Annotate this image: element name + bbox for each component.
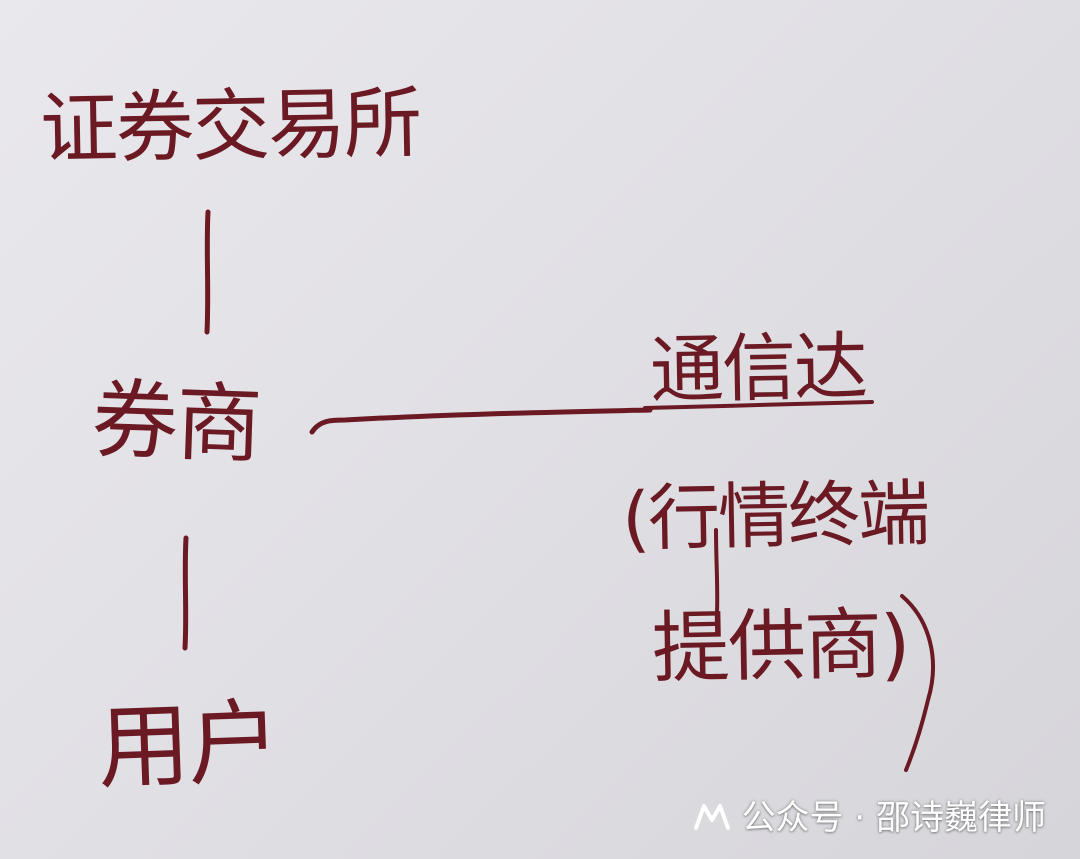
node-broker: 券商 [90,370,262,476]
node-user: 用户 [96,688,280,803]
wechat-channel-icon [693,803,730,830]
connector-broker-user [182,535,189,651]
connector-broker-tongxinda [309,407,653,435]
watermark-text: 公众号 · 邵诗巍律师 [741,798,1046,838]
provider-stem [714,528,720,614]
node-provider-line2: 提供商) [651,599,910,695]
node-provider-line1: (行情终端 [621,471,929,561]
closing-bracket-tail [900,594,935,772]
tongxinda-underline [643,400,874,410]
watermark: 公众号 · 邵诗巍律师 [692,790,1046,839]
node-securities-exchange: 证券交易所 [39,78,421,176]
node-tongxinda: 通信达 [649,324,867,414]
connector-exchange-broker [204,209,211,335]
